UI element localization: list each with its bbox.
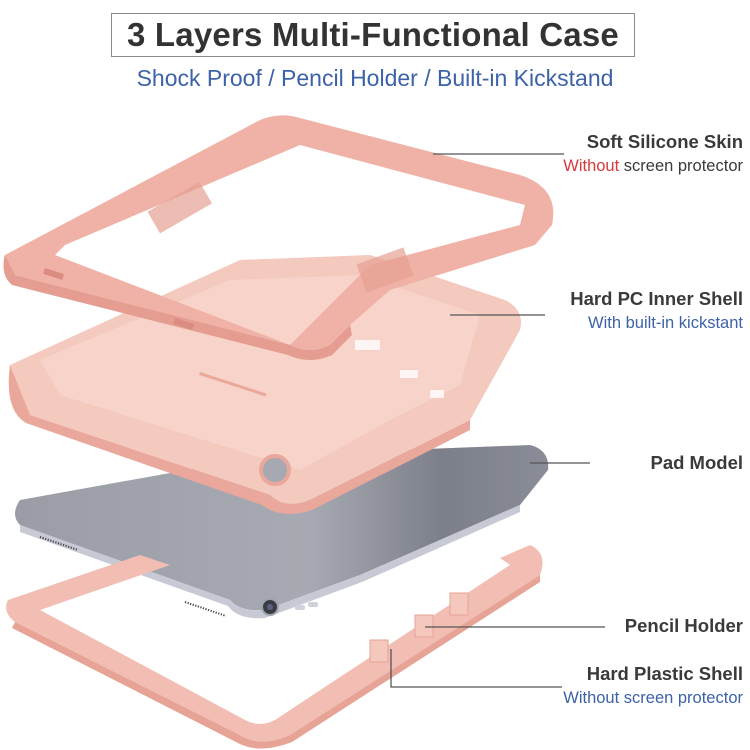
callout-heading: Pencil Holder — [624, 615, 743, 636]
inner-shell-image — [8, 255, 522, 514]
callout-highlight: Without — [563, 157, 620, 175]
leader-line-plastic-shell — [390, 649, 562, 688]
page-subtitle: Shock Proof / Pencil Holder / Built-in K… — [136, 65, 614, 91]
callout-soft-silicone-skin: Soft Silicone Skin Without screen protec… — [563, 131, 743, 176]
callout-heading: Pad Model — [650, 452, 743, 473]
callout-subtext: Without screen protector — [563, 689, 743, 707]
title-box: 3 Layers Multi-Functional Case — [111, 13, 635, 57]
callout-heading: Hard Plastic Shell — [586, 663, 743, 684]
callout-subtext: With built-in kickstant — [588, 314, 743, 332]
callout-hard-pc-inner-shell: Hard PC Inner Shell With built-in kickst… — [570, 288, 743, 333]
page-title: 3 Layers Multi-Functional Case — [127, 16, 619, 53]
callout-subtext: Without screen protector — [563, 157, 743, 176]
silicone-skin-image — [3, 115, 554, 360]
callout-heading: Soft Silicone Skin — [586, 131, 743, 152]
plastic-shell-image — [6, 545, 543, 749]
callout-pad-model: Pad Model — [650, 452, 743, 474]
callout-heading: Hard PC Inner Shell — [570, 288, 743, 309]
callout-hard-plastic-shell: Hard Plastic Shell Without screen protec… — [563, 663, 743, 708]
callout-subtext-rest: screen protector — [619, 157, 743, 175]
callout-pencil-holder: Pencil Holder — [625, 615, 743, 637]
callout-leader-lines — [390, 153, 605, 688]
